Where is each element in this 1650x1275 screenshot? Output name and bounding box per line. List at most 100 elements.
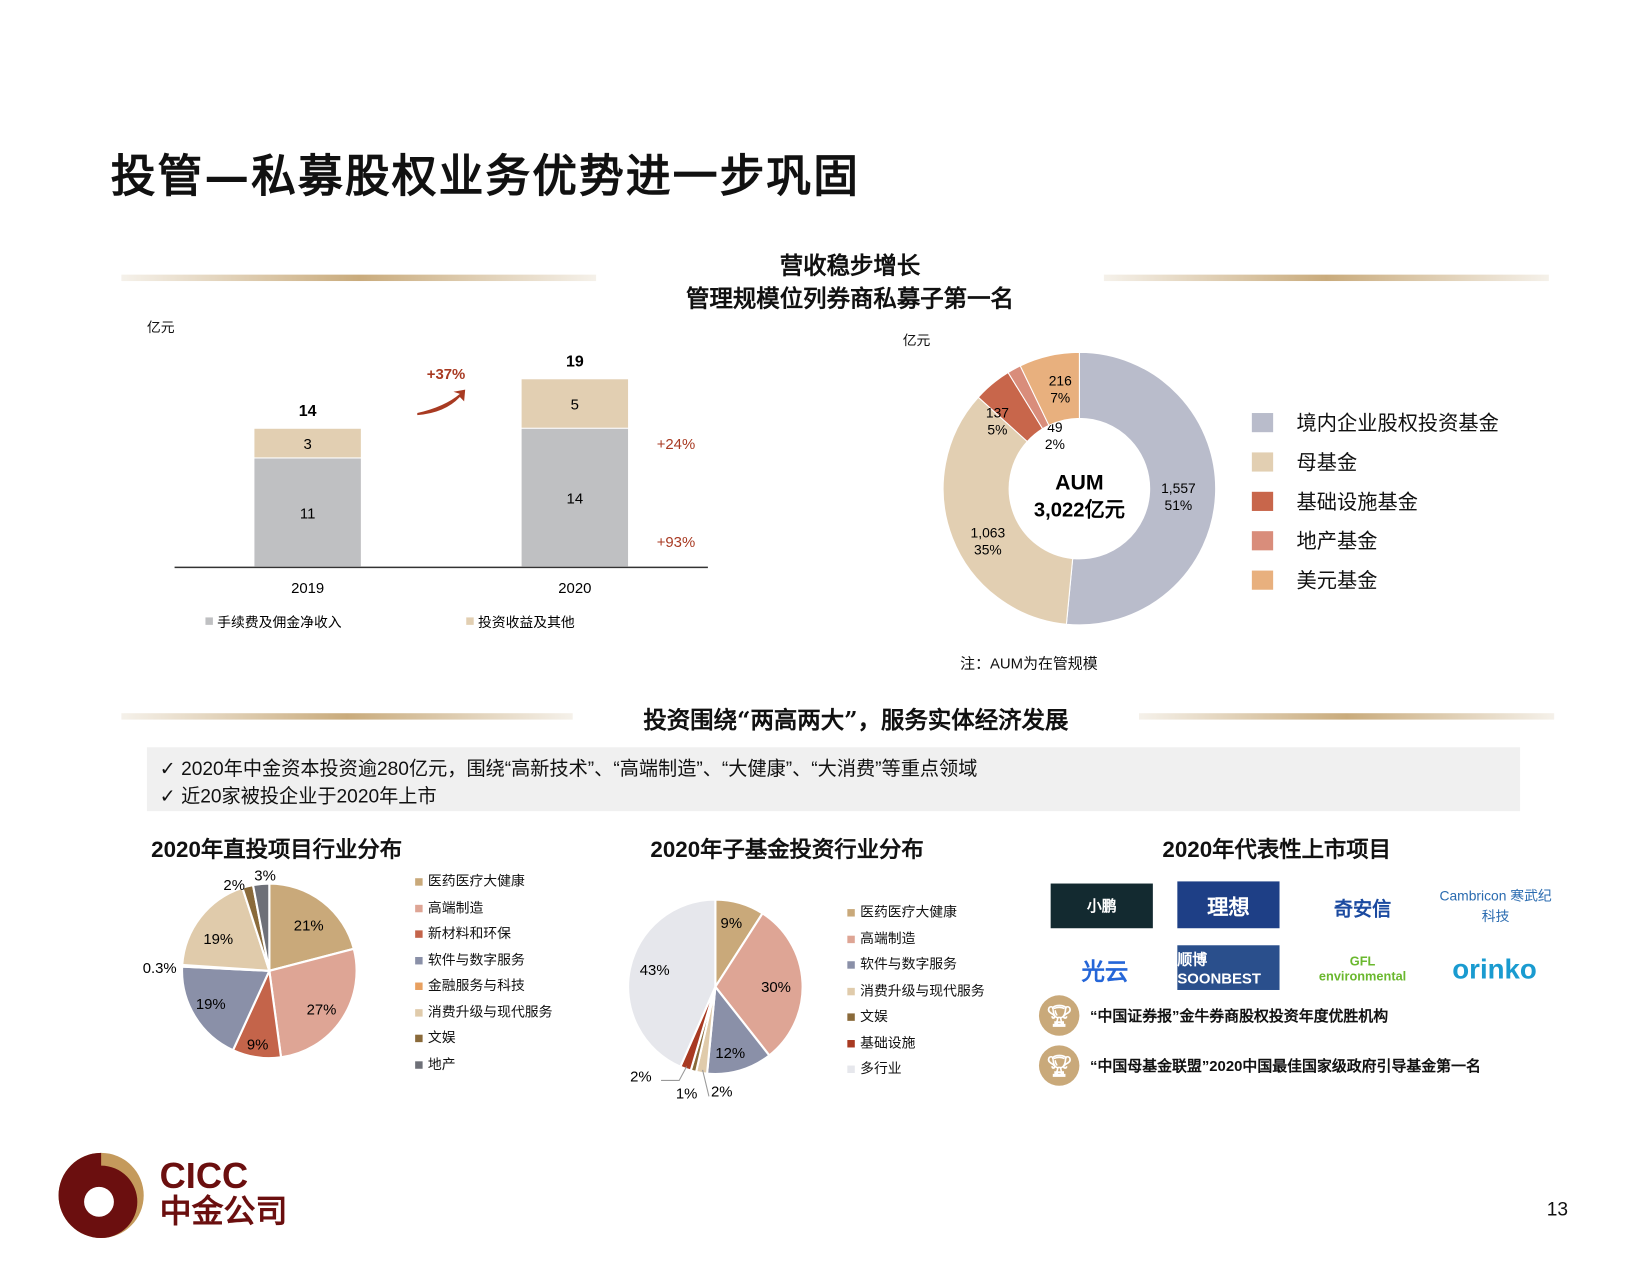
legend-swatch — [847, 1013, 855, 1021]
donut-slice — [1019, 351, 1080, 427]
trophy-icon: 🏆︎ — [1038, 995, 1080, 1036]
slice-pct-label: 2% — [1045, 436, 1065, 452]
x-tick-label: 2019 — [291, 581, 324, 597]
legend-swatch — [415, 1060, 423, 1069]
legend-item: 消费升级与现代服务 — [847, 978, 985, 1004]
pie-slice — [268, 882, 356, 973]
legend-label: 高端制造 — [860, 929, 916, 946]
legend-item: 高端制造 — [415, 895, 552, 921]
legend-item: 高端制造 — [847, 926, 984, 952]
logo-cambricon: Cambricon 寒武纪科技 — [1439, 887, 1552, 924]
logo-gfl: GFL environmental — [1318, 953, 1407, 984]
fund-pie-legend: 医药医疗大健康高端制造软件与数字服务消费升级与现代服务文娱基础设施多行业 — [847, 900, 985, 1083]
leader-line — [661, 1066, 688, 1081]
pie-data-label: 19% — [196, 997, 226, 1013]
trophy-icon: 🏆︎ — [1038, 1045, 1080, 1086]
slice-pct-label: 7% — [1050, 389, 1070, 405]
legend-item: 医药医疗大健康 — [415, 869, 552, 895]
bar-value-label: 5 — [571, 397, 579, 413]
legend-label: 多行业 — [860, 1060, 902, 1077]
logo-soonbest: 顺博 SOONBEST — [1177, 945, 1280, 990]
logo-text-cn: 中金公司 — [159, 1194, 288, 1230]
legend-swatch — [415, 878, 423, 886]
pie-data-label: 1% — [676, 1087, 698, 1103]
slice-value-label: 216 — [1049, 372, 1072, 388]
legend-item: 金融服务与科技 — [415, 973, 552, 999]
legend-label: 境内企业股权投资基金 — [1296, 411, 1499, 436]
pie-data-label: 2% — [711, 1084, 733, 1100]
slice-value-label: 1,557 — [1161, 480, 1196, 496]
fund-pie-title: 2020年子基金投资行业分布 — [650, 837, 924, 863]
donut-unit-label: 亿元 — [902, 332, 931, 349]
pie-data-label: 9% — [721, 916, 743, 932]
legend-swatch — [415, 1034, 423, 1043]
top-heading-1: 营收稳步增长 — [779, 252, 921, 280]
growth-total-label: +37% — [427, 367, 466, 383]
bar-unit-label: 亿元 — [146, 319, 175, 336]
bar-segment — [254, 428, 361, 458]
legend-swatch — [847, 909, 855, 917]
leader-line — [702, 1069, 710, 1097]
donut-center-value: 3,022亿元 — [1034, 497, 1125, 521]
legend-item: 境内企业股权投资基金 — [1251, 402, 1499, 441]
bar-total-label: 19 — [566, 354, 584, 371]
donut-legend: 境内企业股权投资基金母基金基础设施基金地产基金美元基金 — [1251, 402, 1499, 599]
bar-value-label: 3 — [303, 437, 311, 453]
growth-arrow-icon — [417, 389, 466, 416]
pie-data-label: 27% — [307, 1002, 337, 1018]
legend-item: 地产 — [415, 1051, 552, 1077]
legend-label: 基础设施 — [860, 1034, 916, 1051]
bar-value-label: 11 — [300, 506, 315, 522]
page-number: 13 — [1546, 1198, 1569, 1220]
legend-item: 消费升级与现代服务 — [415, 999, 552, 1025]
bar-segment — [254, 458, 361, 567]
bar-value-label: 14 — [567, 491, 584, 507]
legend-item: 基础设施 — [847, 1030, 984, 1056]
aum-note: 注：AUM为在管规模 — [960, 654, 1098, 672]
direct-pie-title: 2020年直投项目行业分布 — [151, 837, 403, 863]
donut-slice — [1065, 351, 1217, 626]
pie-data-label: 2% — [630, 1070, 652, 1086]
legend-label: 消费升级与现代服务 — [860, 982, 985, 998]
pie-slice — [251, 882, 271, 972]
legend-swatch — [466, 617, 474, 625]
listed-title: 2020年代表性上市项目 — [1162, 837, 1392, 863]
divider — [1103, 274, 1549, 282]
legend-label: 基础设施基金 — [1296, 490, 1418, 515]
bar-total-label: 14 — [299, 403, 317, 420]
legend-swatch — [1251, 491, 1274, 511]
pie-slice — [181, 886, 271, 972]
slice-pct-label: 35% — [974, 542, 1002, 558]
legend-label: 新材料和环保 — [427, 925, 511, 942]
slice-pct-label: 5% — [987, 421, 1007, 437]
legend-swatch — [415, 982, 423, 991]
legend-label: 地产 — [427, 1055, 456, 1072]
legend-swatch — [415, 1008, 423, 1017]
award-item: 🏆︎“中国证券报”金牛券商股权投资年度优胜机构 — [1038, 995, 1388, 1036]
logo-xpeng: 小鹏 — [1050, 883, 1153, 929]
pie-data-label: 21% — [294, 918, 324, 934]
legend-label: 文娱 — [860, 1008, 888, 1025]
bar-segment — [521, 379, 629, 428]
legend-item: 软件与数字服务 — [847, 952, 984, 978]
legend-label: 消费升级与现代服务 — [427, 1003, 553, 1020]
pie-data-label: 9% — [247, 1038, 269, 1054]
legend-label: 美元基金 — [1296, 569, 1378, 593]
legend-label: 手续费及佣金净收入 — [217, 614, 342, 630]
legend-swatch — [1251, 570, 1274, 590]
logo-qianxin: 奇安信 — [1333, 898, 1392, 920]
bar-segment — [521, 428, 629, 567]
legend-label: 投资收益及其他 — [478, 614, 575, 630]
pie-data-label: 3% — [254, 868, 276, 884]
pie-data-label: 2% — [223, 878, 245, 894]
legend-swatch — [205, 617, 213, 625]
pie-slice — [627, 898, 717, 1069]
bullet: ✓ 近20家被投企业于2020年上市 — [159, 785, 437, 807]
legend-label: 金融服务与科技 — [427, 977, 525, 994]
pie-data-label: 30% — [761, 980, 791, 996]
legend-swatch — [1251, 412, 1274, 432]
legend-item: 软件与数字服务 — [415, 947, 552, 973]
divider — [1139, 713, 1555, 720]
industry-pie-charts: 21%27%9%19%0.3%19%2%3%9%30%12%2%1%2%43% — [143, 868, 804, 1103]
legend-item: 基础设施基金 — [1251, 481, 1499, 520]
